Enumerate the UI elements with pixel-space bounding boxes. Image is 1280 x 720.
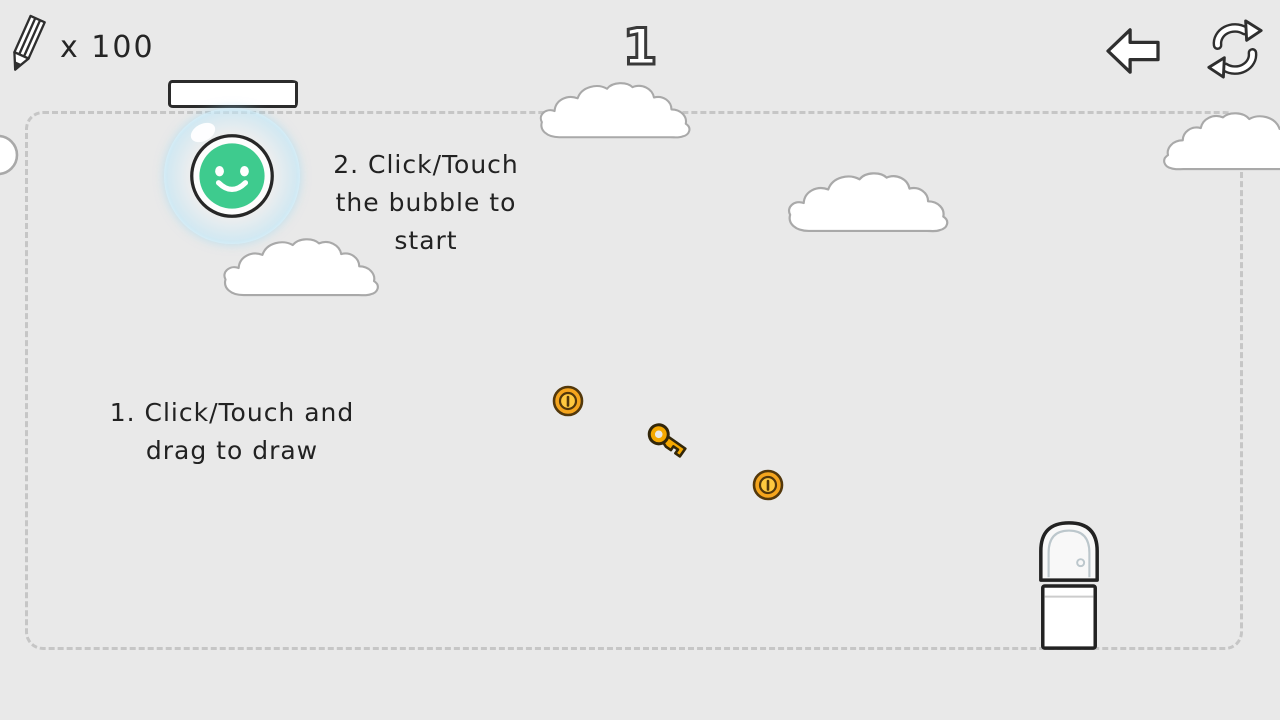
restart-button[interactable] — [1204, 17, 1266, 84]
coin-icon — [552, 385, 584, 417]
cloud-partial-left — [0, 134, 19, 176]
cloud — [787, 172, 949, 233]
instruction-step1-line1: 1. Click/Touch and — [109, 398, 355, 427]
cloud — [539, 82, 691, 139]
coin-icon — [752, 469, 784, 501]
instruction-step1-line2: drag to draw — [145, 436, 319, 465]
key-icon — [647, 423, 687, 458]
instruction-step2-line1: 2. Click/Touch — [333, 150, 519, 179]
restart-icon — [1207, 19, 1263, 79]
instruction-step2: 2. Click/Touch the bubble to start — [318, 146, 534, 260]
smiley-ball — [190, 134, 274, 218]
exit-door — [1039, 521, 1099, 650]
cloud — [1163, 112, 1280, 171]
pencil-icon — [13, 14, 46, 71]
instruction-step1: 1. Click/Touch and drag to draw — [100, 394, 364, 470]
player-bubble[interactable] — [164, 108, 300, 244]
start-platform — [168, 80, 298, 108]
back-arrow-icon — [1106, 28, 1160, 74]
instruction-step2-line3: start — [394, 226, 458, 255]
level-number: 1 — [621, 17, 659, 78]
pencil-counter: x 100 — [10, 12, 155, 74]
door-knob — [1076, 558, 1086, 568]
instruction-step2-line2: the bubble to — [335, 188, 517, 217]
pencil-count-label: x 100 — [60, 29, 155, 65]
back-button[interactable] — [1104, 26, 1162, 79]
